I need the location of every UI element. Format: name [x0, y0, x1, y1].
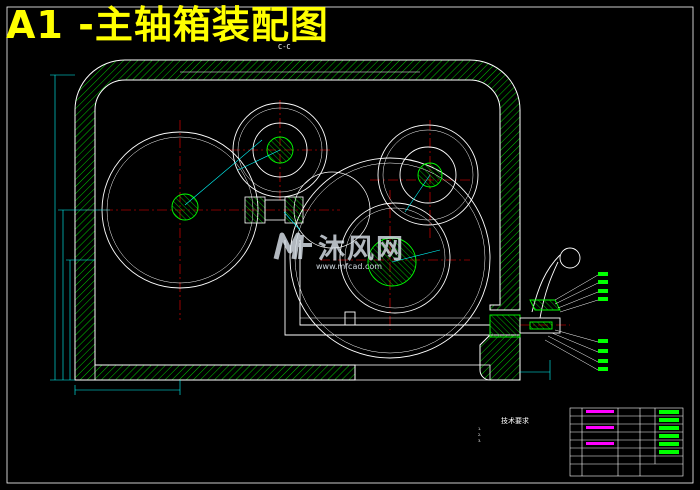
- technical-requirement-item: 2.: [478, 433, 482, 437]
- handle-lever: [529, 247, 581, 319]
- drawing-border: [6, 6, 694, 484]
- control-rod: [284, 240, 561, 338]
- middle-shaft: [264, 199, 286, 221]
- part-leaders: [544, 274, 599, 371]
- technical-requirements: 技术要求 1. 2. 3.: [478, 416, 558, 444]
- drawing-title: A1 -主轴箱装配图: [6, 3, 329, 47]
- part-balloons: [598, 272, 608, 371]
- watermark-text: 沐风网: [318, 233, 405, 265]
- technical-requirement-item: 1.: [478, 427, 482, 431]
- technical-requirements-title: 技术要求: [501, 417, 529, 425]
- watermark-url: www.mfcad.com: [316, 262, 383, 271]
- title-block-fills: [586, 410, 679, 454]
- shaft-bearing-left: [244, 196, 266, 224]
- watermark: 沐风网: [272, 226, 405, 266]
- left-dimensions: [50, 74, 551, 395]
- upper-right-gear: [377, 124, 479, 226]
- radial-dimensions: [184, 139, 441, 263]
- title-block: [569, 407, 684, 477]
- housing-right-foot: [479, 334, 521, 381]
- shaft-bearing-right: [284, 196, 304, 224]
- technical-requirement-item: 3.: [478, 439, 482, 443]
- housing-wall: [74, 59, 521, 381]
- mf-logo-icon: [273, 232, 312, 260]
- section-label: C-C: [278, 43, 291, 51]
- housing-base: [94, 364, 491, 381]
- centerlines: [85, 100, 570, 330]
- left-gear-hub: [171, 193, 199, 221]
